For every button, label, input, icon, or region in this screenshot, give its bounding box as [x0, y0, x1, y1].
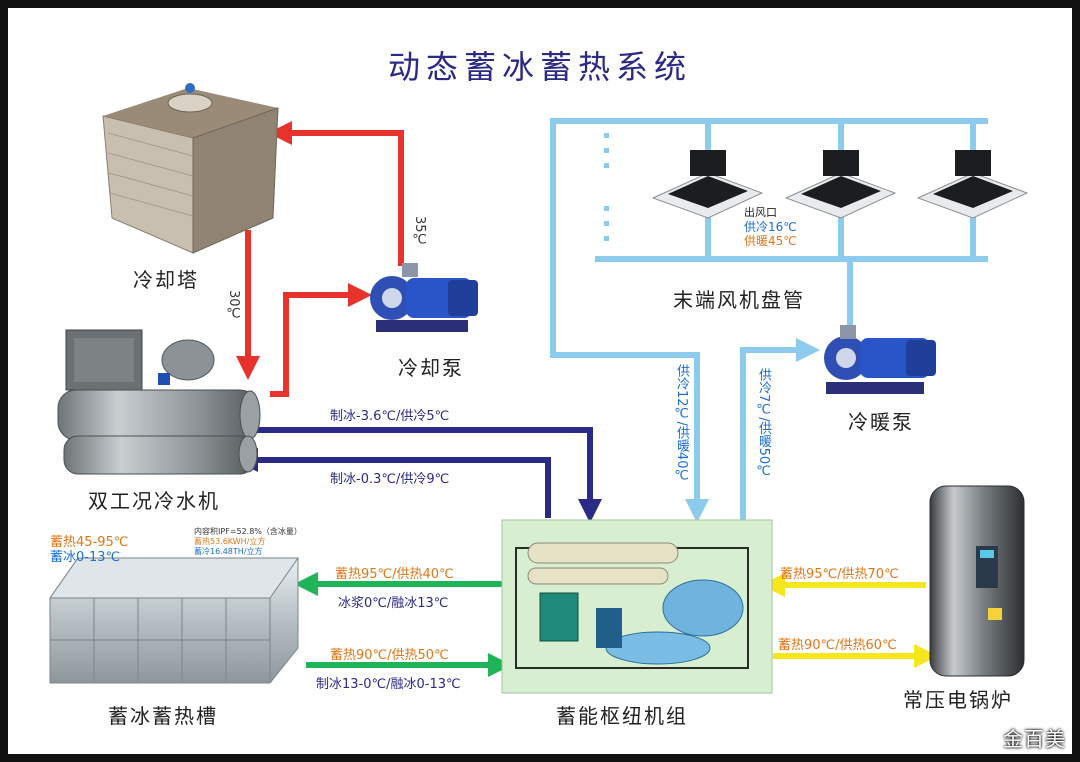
watermark: 金百美 [1003, 727, 1066, 751]
boiler-in-label: 蓄热95℃/供热70℃ [780, 567, 899, 582]
cooling-tower-label: 冷却塔 [133, 268, 199, 292]
fan-coil-images [651, 150, 1029, 219]
chiller-label: 双工况冷水机 [88, 489, 220, 513]
outlet-cool-label: 供冷16℃ [744, 220, 797, 234]
tank-note-3: 蓄冷16.48TH/立方 [194, 547, 263, 556]
riser-right-text: 供冷7℃/供暖50℃ [756, 368, 771, 480]
cooling-pump-label: 冷却泵 [398, 356, 464, 380]
heat-cool-pump-label: 冷暖泵 [848, 410, 914, 434]
diagram-canvas: 动态蓄冰蓄热系统 冷却塔 冷却泵 双工况冷水机 末端风机盘管 冷暖泵 蓄冰蓄热槽… [8, 8, 1072, 754]
tank-label: 蓄冰蓄热槽 [108, 704, 218, 728]
riser-left-text: 供冷12℃/供暖40℃ [674, 364, 689, 484]
temp-30-label: 30℃ [226, 290, 241, 322]
from-tank-bottom-label: 制冰13-0℃/融冰0-13℃ [316, 677, 461, 692]
tank-note-1: 内容积IPF=52.8%（含冰量） [194, 527, 302, 536]
boiler-image [929, 485, 1025, 677]
boiler-pipes [761, 573, 938, 668]
tank-note-2: 蓄热53.6KWH/立方 [194, 537, 266, 546]
temp-35-label: 35℃ [412, 216, 427, 248]
tank-pipes [294, 572, 512, 677]
to-tank-top-label: 蓄热95℃/供热40℃ [335, 567, 454, 582]
boiler-label: 常压电锅炉 [903, 688, 1013, 712]
tank-heat-range-label: 蓄热45-95℃ [50, 535, 129, 550]
riser-right-label: 供冷7℃/供暖50℃ [754, 368, 773, 479]
outlet-label: 出风口 [744, 206, 777, 219]
fan-coil-label: 末端风机盘管 [673, 288, 805, 312]
ice-pipes [234, 427, 602, 523]
cooling-water-pipes [236, 121, 404, 397]
cooling-tower-image [102, 83, 279, 254]
cooling-pump-image [370, 263, 478, 332]
pipe-layer [49, 83, 1029, 694]
energy-unit-image [501, 519, 773, 694]
energy-unit-label: 蓄能枢纽机组 [556, 704, 688, 728]
ice-supply-2-label: 制冰-0.3℃/供冷9℃ [330, 472, 450, 487]
ice-supply-1-label: 制冰-3.6℃/供冷5℃ [330, 409, 450, 424]
chiller-image [57, 329, 261, 475]
tank-ice-range-label: 蓄冰0-13℃ [50, 550, 121, 565]
heat-cool-pump-image [824, 325, 936, 394]
from-tank-top-label: 蓄热90℃/供热50℃ [330, 648, 449, 663]
tank-image [49, 557, 299, 684]
outlet-heat-label: 供暖45℃ [744, 234, 797, 248]
riser-left-label: 供冷12℃/供暖40℃ [672, 364, 691, 483]
to-tank-bottom-label: 冰浆0℃/融冰13℃ [338, 596, 449, 611]
chilled-water-network [550, 118, 988, 523]
diagram-title: 动态蓄冰蓄热系统 [387, 48, 692, 86]
ellipsis-dots [604, 133, 609, 241]
boiler-out-label: 蓄热90℃/供热60℃ [778, 638, 897, 653]
